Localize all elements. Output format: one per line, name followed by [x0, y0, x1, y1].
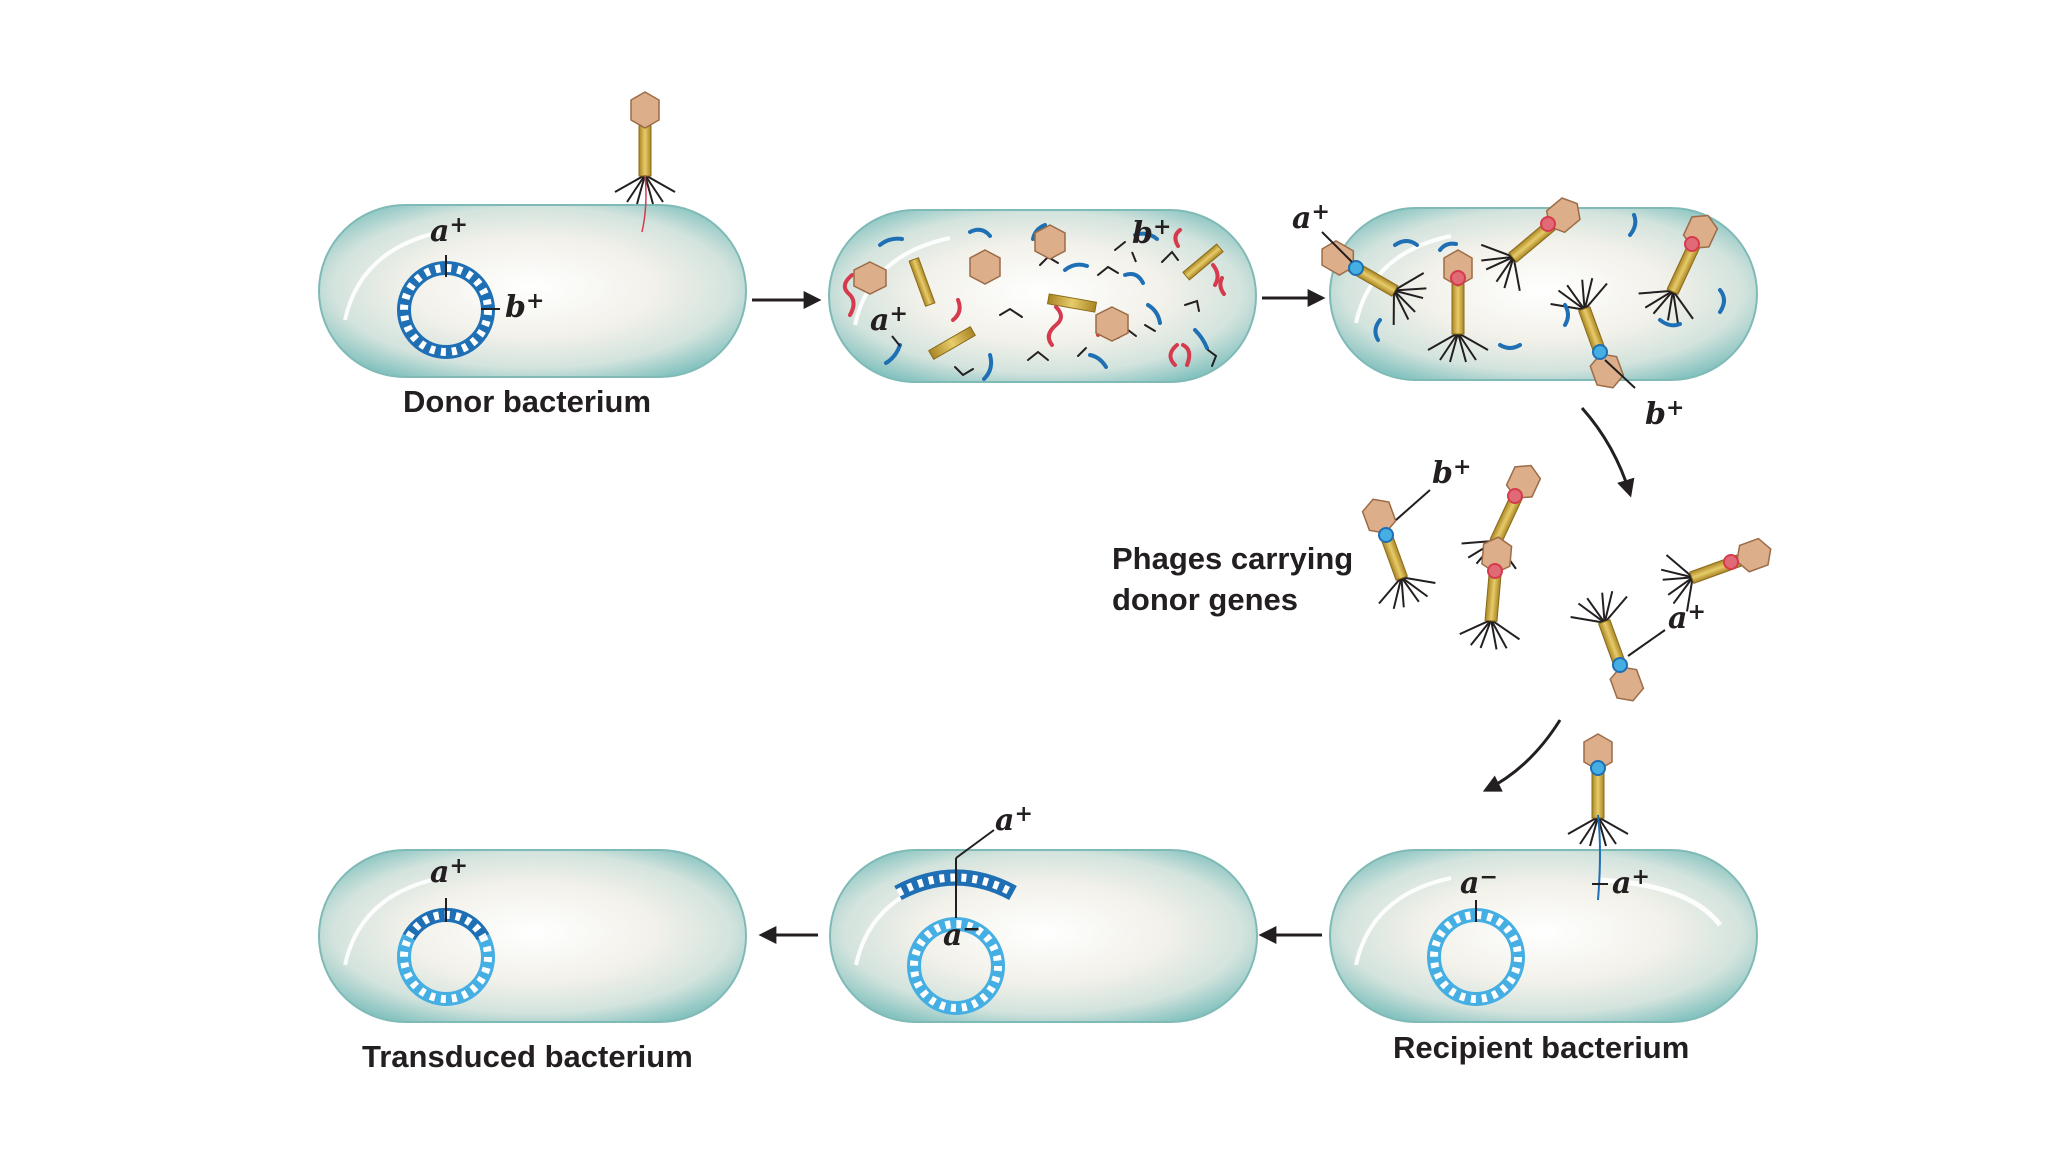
- cell-assembly: [1329, 207, 1758, 381]
- released-phages: [1343, 451, 1782, 712]
- gene-label: a+: [430, 212, 468, 249]
- cell-transduced: [318, 849, 747, 1023]
- curved-arrow-icon: [1482, 719, 1562, 792]
- caption-phages: Phages carrying donor genes: [1112, 538, 1392, 620]
- cell-recombining: [829, 849, 1258, 1023]
- gene-label: a+: [430, 853, 468, 890]
- gene-label: a−: [943, 916, 981, 953]
- caption-transduced: Transduced bacterium: [362, 1039, 693, 1074]
- caption-phages-line2: donor genes: [1112, 582, 1299, 617]
- phage-icon: [1567, 733, 1629, 847]
- phage-icon: [614, 91, 676, 205]
- gene-label: a+: [870, 301, 908, 338]
- caption-donor: Donor bacterium: [403, 384, 652, 419]
- phage-parts: [853, 224, 1224, 361]
- caption-phages-line1: Phages carrying: [1112, 541, 1354, 576]
- caption-recipient: Recipient bacterium: [1393, 1030, 1690, 1065]
- gene-label: b+: [1432, 454, 1471, 491]
- cell-donor: [318, 204, 747, 378]
- cell-lysing: [828, 209, 1257, 383]
- curved-arrow-icon: [1580, 407, 1635, 498]
- gene-label: a+: [1292, 199, 1330, 236]
- gene-label: b+: [1645, 395, 1684, 432]
- fragmented-dna: [842, 223, 1226, 381]
- cell-recipient: [1329, 849, 1758, 1023]
- gene-label: a+: [1612, 864, 1650, 901]
- gene-label: a−: [1460, 864, 1498, 901]
- gene-label: b+: [1132, 214, 1171, 251]
- gene-label: a+: [995, 801, 1033, 838]
- gene-label: a+: [1668, 599, 1706, 636]
- gene-label: b+: [505, 288, 544, 325]
